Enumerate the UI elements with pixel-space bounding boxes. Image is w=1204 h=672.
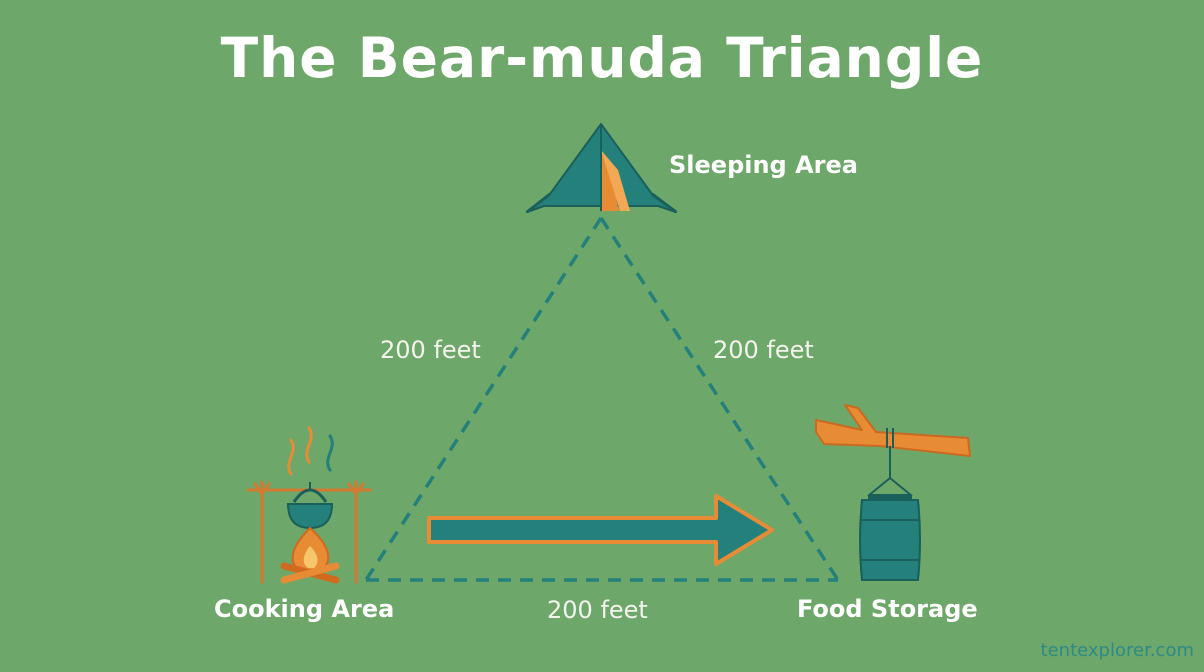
cooking-area-label: Cooking Area — [214, 595, 395, 623]
right-distance-label: 200 feet — [713, 336, 814, 364]
tent-icon — [526, 123, 677, 214]
page-title: The Bear-muda Triangle — [220, 26, 984, 90]
triangle-right-edge — [599, 217, 840, 581]
steam-icon — [287, 426, 334, 476]
sleeping-area-label: Sleeping Area — [669, 151, 858, 179]
food-storage-label: Food Storage — [797, 595, 978, 623]
triangle-outline — [364, 217, 840, 582]
site-credit: tentexplorer.com — [1040, 640, 1194, 661]
cooking-frame-icon — [246, 480, 372, 584]
triangle-left-edge — [364, 217, 603, 581]
arrow-icon — [427, 494, 774, 566]
left-distance-label: 200 feet — [380, 336, 481, 364]
campfire-icon — [280, 526, 340, 584]
tree-branch-icon — [815, 404, 971, 457]
bottom-distance-label: 200 feet — [547, 596, 648, 624]
food-barrel-icon — [859, 446, 921, 581]
